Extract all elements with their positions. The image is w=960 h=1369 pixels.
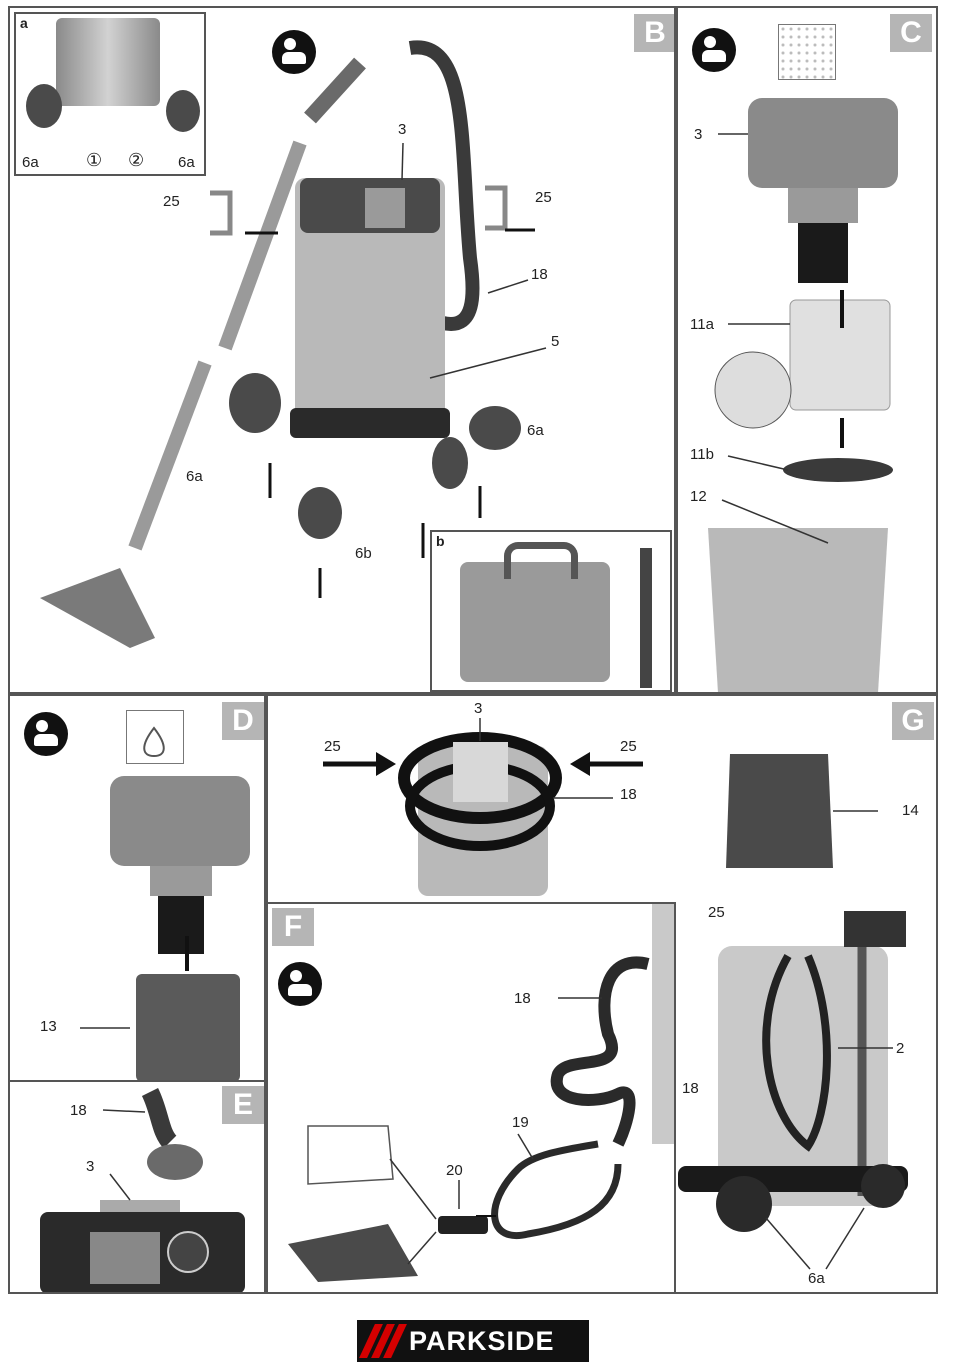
label-13: 13 [40, 1018, 57, 1035]
label-3: 3 [474, 700, 483, 717]
hose-connection-illustration [40, 1087, 245, 1292]
castor-wheel-left [26, 84, 62, 128]
tube-illustration [640, 548, 652, 688]
label-25: 25 [535, 189, 552, 206]
label-18: 18 [70, 1102, 87, 1119]
label-step-1: ① [86, 150, 103, 170]
vacuum-base-illustration [56, 18, 160, 106]
storage-illustration [323, 718, 908, 1270]
panel-c: C 3 11a 11b 12 [676, 6, 938, 694]
logo-brand: PARKSIDE [409, 1326, 555, 1356]
vacuum-assembly-illustration [40, 40, 547, 648]
label-step-2: ② [128, 150, 145, 170]
panel-badge: E [222, 1086, 264, 1124]
label-6a: 6a [22, 154, 39, 171]
read-manual-icon [692, 28, 736, 72]
inset-a: a 6a ① ② 6a [14, 12, 206, 176]
dust-symbol-icon [778, 24, 836, 80]
label-6a: 6a [527, 422, 544, 439]
label-19: 19 [512, 1114, 529, 1131]
label-20: 20 [446, 1162, 463, 1179]
label-12: 12 [690, 488, 707, 505]
foam-filter-illustration [80, 726, 250, 1080]
castor-wheel-right [166, 90, 200, 132]
read-manual-icon [272, 30, 316, 74]
label-6b: 6b [355, 545, 372, 562]
panel-f: F 18 19 20 [266, 902, 676, 1294]
filter-removal-illustration [708, 98, 898, 692]
power-tool-connection-illustration [288, 904, 674, 1282]
inset-label: b [436, 533, 445, 549]
read-manual-icon [278, 962, 322, 1006]
label-25: 25 [620, 738, 637, 755]
label-5: 5 [551, 333, 560, 350]
label-25: 25 [163, 193, 180, 210]
label-3: 3 [398, 121, 407, 138]
vacuum-head-illustration [460, 562, 610, 682]
label-25: 25 [708, 904, 725, 921]
read-manual-icon [24, 712, 68, 756]
inset-b: b [430, 530, 672, 692]
label-18: 18 [682, 1080, 699, 1097]
label-11b: 11b [690, 446, 714, 463]
panel-badge: B [634, 14, 674, 52]
panel-badge: D [222, 702, 264, 740]
parkside-logo: PARKSIDE [357, 1320, 589, 1362]
label-18: 18 [531, 266, 548, 283]
label-25: 25 [324, 738, 341, 755]
label-18: 18 [514, 990, 531, 1007]
water-drop-symbol-icon [126, 710, 184, 764]
label-6a: 6a [808, 1270, 825, 1287]
label-2: 2 [896, 1040, 905, 1057]
panel-e: E 18 3 [8, 1080, 266, 1294]
label-6a: 6a [186, 468, 203, 485]
label-14: 14 [902, 802, 919, 819]
panel-badge: C [890, 14, 932, 52]
label-11a: 11a [690, 316, 714, 333]
label-3: 3 [694, 126, 703, 143]
inset-label: a [20, 15, 28, 31]
panel-badge: G [892, 702, 934, 740]
panel-b: B a 6a ① ② 6a [8, 6, 676, 694]
panel-badge: F [272, 908, 314, 946]
label-6a: 6a [178, 154, 195, 171]
label-3: 3 [86, 1158, 95, 1175]
label-18: 18 [620, 786, 637, 803]
handle-illustration [504, 542, 578, 579]
panel-d: D 13 [8, 694, 266, 1082]
